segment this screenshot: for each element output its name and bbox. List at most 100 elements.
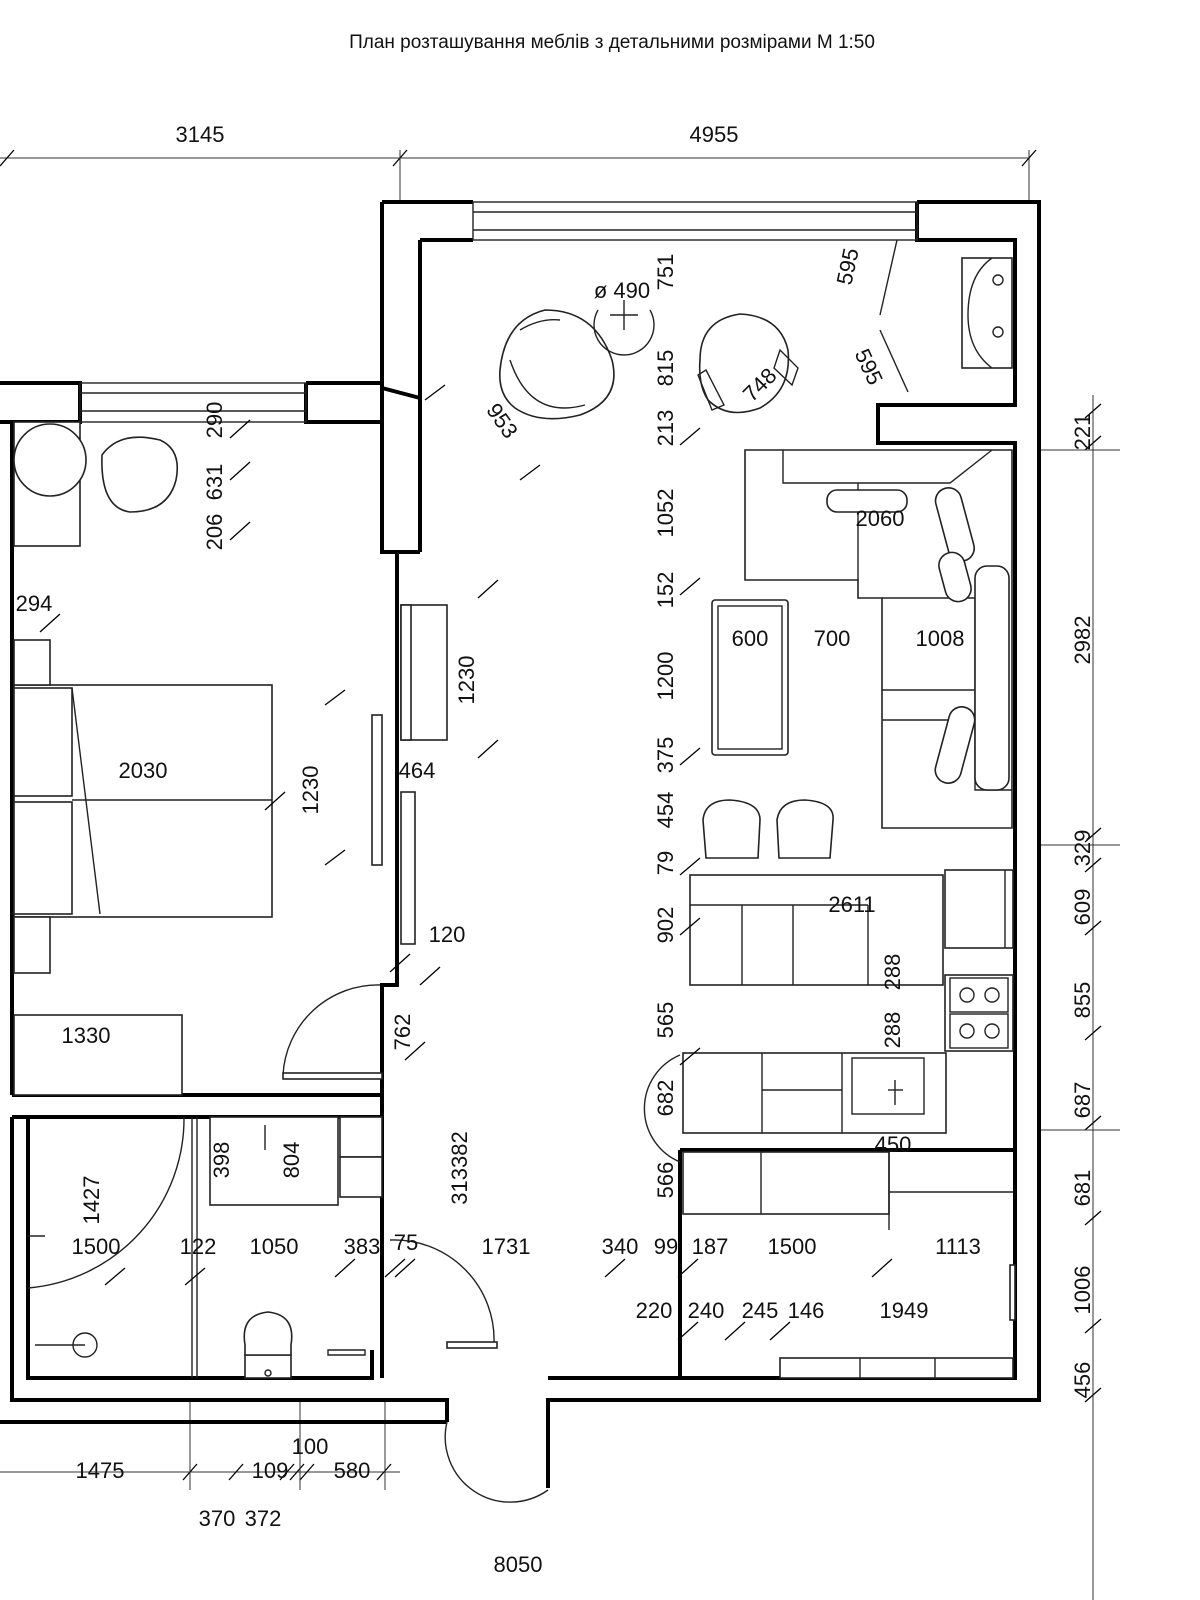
dim-762: 762 [390, 1014, 415, 1051]
dim-top-right: 4955 [690, 122, 739, 147]
nightstand-top [13, 639, 51, 686]
dim-bed-2030: 2030 [119, 758, 168, 783]
dim-row-340: 340 [602, 1234, 639, 1259]
dim-454: 454 [653, 792, 678, 829]
dim-row-99: 99 [654, 1234, 678, 1259]
dim-2611: 2611 [828, 892, 875, 917]
kitchen-door [643, 1054, 681, 1163]
dim-row-1500-right: 1500 [768, 1234, 817, 1259]
dim-152: 152 [653, 572, 678, 609]
plan-title: План розташування меблів з детальними ро… [349, 32, 875, 53]
bed-pillow-bottom [13, 801, 73, 915]
dim-631: 631 [202, 464, 227, 501]
dim-bottom-370: 370 [199, 1506, 236, 1531]
bottom-dimension-line [0, 1400, 1094, 1600]
dim-row-122: 122 [180, 1234, 217, 1259]
bedroom [13, 421, 383, 1096]
tv-screen [400, 604, 412, 741]
living-room [389, 239, 1016, 1503]
dim-right-456: 456 [1070, 1362, 1095, 1399]
dim-313382: 313382 [447, 1131, 472, 1204]
top-dimension-line [0, 149, 1037, 200]
dim-bottom-109: 109 [252, 1458, 289, 1483]
dim-213: 213 [653, 410, 678, 447]
dim-600: 600 [732, 626, 769, 651]
dim-row2-146: 146 [788, 1298, 825, 1323]
walls [0, 200, 1041, 1488]
dim-1052: 1052 [653, 489, 678, 538]
dim-682: 682 [653, 1080, 678, 1117]
dim-bottom-100: 100 [292, 1434, 329, 1459]
dresser [13, 1014, 183, 1096]
cushion-3 [938, 551, 972, 603]
dim-804: 804 [279, 1142, 304, 1179]
dining-table [689, 874, 944, 986]
dim-1427: 1427 [79, 1176, 104, 1225]
dim-row2-220: 220 [636, 1298, 673, 1323]
dim-1200: 1200 [653, 652, 678, 701]
dining-chair-2 [776, 799, 834, 859]
dim-565: 565 [653, 1002, 678, 1039]
dim-right-329: 329 [1070, 830, 1095, 867]
round-stool [13, 423, 87, 497]
sink [851, 1057, 925, 1115]
dim-1008: 1008 [916, 626, 965, 651]
bed-pillow-top [13, 687, 73, 797]
dim-row2-1949: 1949 [880, 1298, 929, 1323]
right-dimension-line [1040, 395, 1120, 1405]
dim-595-bottom: 595 [850, 345, 888, 389]
nightstand-bottom [13, 916, 51, 974]
dim-120: 120 [429, 922, 466, 947]
dim-79: 79 [653, 851, 678, 875]
cushion-1 [826, 489, 908, 513]
dim-294: 294 [16, 591, 53, 616]
dim-bottom-1475: 1475 [76, 1458, 125, 1483]
bathroom [27, 1116, 383, 1379]
dim-row-75: 75 [394, 1230, 418, 1255]
dim-288-bottom: 288 [880, 1012, 905, 1049]
dining-chair-1 [702, 799, 761, 859]
dim-row-1500-left: 1500 [72, 1234, 121, 1259]
rotation-symbol [593, 309, 655, 356]
dim-398: 398 [209, 1142, 234, 1179]
dim-row-1113: 1113 [935, 1234, 981, 1259]
washing-machine [339, 1116, 383, 1158]
dim-bottom-580: 580 [334, 1458, 371, 1483]
dim-566: 566 [653, 1162, 678, 1199]
dim-902: 902 [653, 907, 678, 944]
kitchen-counter [682, 1052, 947, 1134]
dim-2060: 2060 [856, 506, 905, 531]
dim-bed-1230: 1230 [298, 766, 323, 815]
dim-tv-1230: 1230 [454, 656, 479, 705]
storage-unit [779, 1357, 1014, 1379]
dim-right-221: 221 [1070, 414, 1095, 451]
hob [944, 974, 1014, 1052]
dim-206: 206 [202, 514, 227, 551]
dim-right-2982: 2982 [1070, 616, 1095, 665]
wardrobe [961, 257, 1013, 369]
entrance-door [389, 1239, 495, 1345]
toilet-tank [244, 1354, 292, 1379]
dim-row-1050: 1050 [250, 1234, 299, 1259]
dim-row2-240: 240 [688, 1298, 725, 1323]
armchair-round [498, 309, 615, 420]
coffee-table [711, 599, 789, 756]
dim-751: 751 [653, 254, 678, 291]
dim-290: 290 [202, 402, 227, 439]
dim-464: 464 [399, 758, 436, 783]
wall-panel [400, 791, 416, 945]
dim-450: 450 [875, 1132, 912, 1157]
toilet-bowl [243, 1311, 293, 1356]
dim-row2-245: 245 [742, 1298, 779, 1323]
dim-595-top: 595 [832, 246, 864, 287]
shower-door-arc [27, 1116, 185, 1289]
fridge [944, 869, 1014, 949]
cushion-4 [934, 706, 976, 784]
entrance-door-arc-lower [444, 1421, 549, 1503]
tv-bedroom [371, 714, 383, 866]
dim-right-609: 609 [1070, 889, 1095, 926]
dim-700: 700 [814, 626, 851, 651]
dim-top-left: 3145 [176, 122, 225, 147]
vanity-chair [101, 436, 179, 513]
